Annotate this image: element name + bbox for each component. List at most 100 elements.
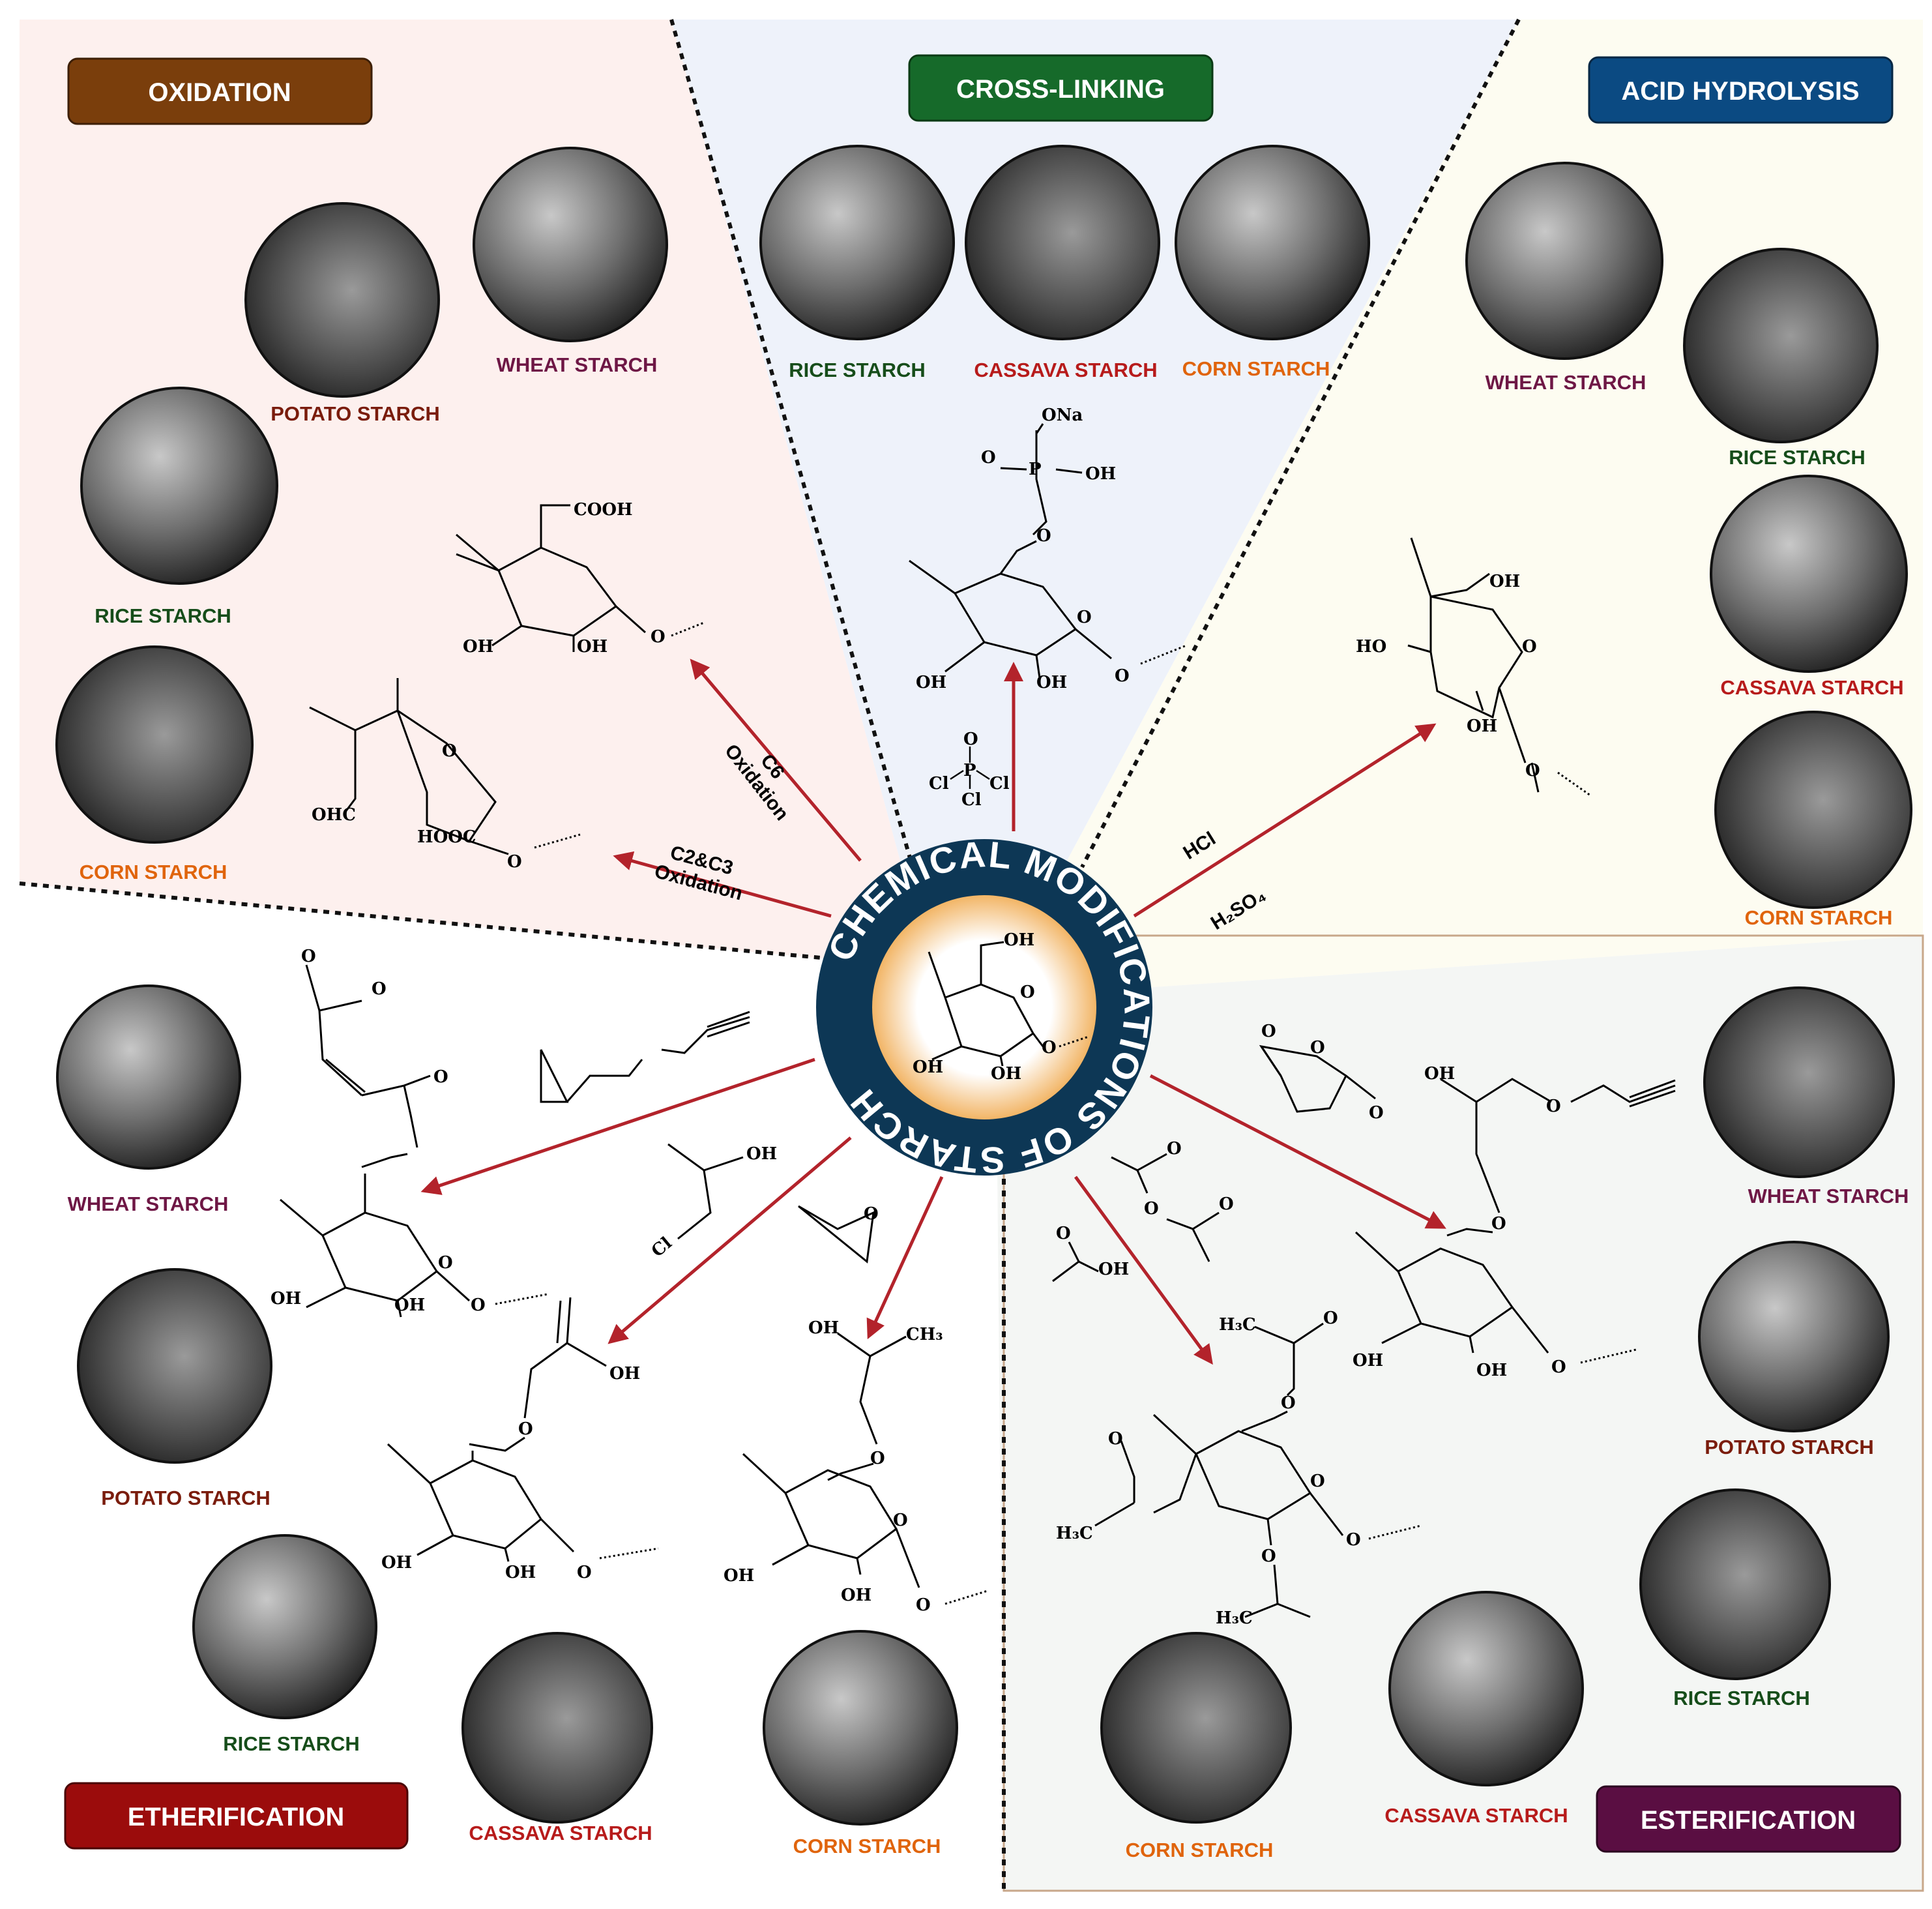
ether2-oh-a: OH	[381, 1553, 412, 1573]
ether3-oh-b: OH	[841, 1586, 871, 1605]
label-ether-wheat: WHEAT STARCH	[68, 1192, 229, 1215]
label-oxidation-potato: POTATO STARCH	[271, 402, 439, 425]
group-ohc: OHC	[312, 805, 356, 825]
label-ether-cassava: CASSAVA STARCH	[469, 1822, 652, 1844]
ester-propargyl-o-link: O	[1491, 1214, 1506, 1234]
group-oh-1: OH	[916, 673, 946, 692]
ester-acetyl-h3c-a: H₃C	[1219, 1315, 1256, 1335]
group-oh-top: OH	[1489, 572, 1520, 591]
ether3-o-glyc: O	[916, 1595, 931, 1615]
reaction-arrows	[420, 659, 1446, 1365]
sem-ether-wheat	[56, 984, 241, 1170]
pocl3-p: P	[963, 761, 976, 780]
acid-hydrolysis-sector	[1049, 20, 1923, 988]
arrow-c6-oxidation	[690, 659, 862, 862]
arrow-acid-hydrolysis	[1133, 723, 1437, 918]
ether3-oh-a: OH	[724, 1566, 754, 1586]
acetic-anh-o-bridge: O	[1144, 1199, 1159, 1219]
ether2-oh-acid: OH	[609, 1364, 640, 1384]
oxidation-title-box: OXIDATION	[67, 57, 373, 125]
arrow-ether-hydroxypropyl	[866, 1176, 944, 1340]
label-ether-corn: CORN STARCH	[793, 1835, 941, 1857]
ether3-oh-top: OH	[808, 1318, 839, 1338]
reagent-acetic-acid: O OH	[1052, 1224, 1129, 1282]
arrow-ester-propargyl	[1149, 1074, 1446, 1229]
cross-linking-title-box: CROSS-LINKING	[908, 54, 1214, 122]
sem-crosslinking-cassava	[965, 145, 1160, 340]
ester-propargyl-oh-a: OH	[1353, 1351, 1383, 1370]
pocl3-cl2: Cl	[989, 774, 1010, 793]
cross-linking-title: CROSS-LINKING	[956, 75, 1165, 104]
sem-ester-rice	[1639, 1488, 1831, 1680]
center-hub: CHEMICAL MODIFICATIONS OF STARCH OH OH O…	[816, 833, 1157, 1181]
sem-crosslinking-corn	[1175, 145, 1370, 340]
ether1-oh-b: OH	[394, 1295, 425, 1315]
label-acid-rice: RICE STARCH	[1729, 446, 1866, 469]
sem-ester-cassava	[1388, 1591, 1584, 1786]
sem-ester-potato	[1698, 1241, 1890, 1432]
ester-propargyl-o-chain: O	[1546, 1097, 1561, 1116]
ether1-o-a: O	[301, 947, 316, 966]
ether1-o-b: O	[372, 979, 387, 999]
group-oh-b: OH	[577, 637, 607, 657]
label-crosslinking-rice: RICE STARCH	[789, 359, 926, 381]
arrow-c2c3-oxidation	[613, 851, 832, 918]
acetic-anh-o-a: O	[1167, 1139, 1182, 1159]
ester-acetyl-h3c-c: H₃C	[1216, 1608, 1253, 1628]
sem-ether-potato	[77, 1268, 272, 1464]
sem-images	[55, 145, 1912, 1826]
center-o-glyc: O	[1042, 1038, 1057, 1058]
reagent-chloroacetic-acid: OH Cl	[648, 1143, 777, 1261]
ester-acetyl-o-b: O	[1108, 1429, 1123, 1449]
label-ether-potato: POTATO STARCH	[101, 1487, 270, 1509]
label-acid-wheat: WHEAT STARCH	[1486, 371, 1647, 394]
group-p: P	[1029, 460, 1042, 479]
sem-ester-corn	[1100, 1632, 1292, 1824]
pocl3-o: O	[963, 730, 978, 749]
structure-phosphate-crosslinked: ONa O P OH O O OH OH O	[909, 406, 1187, 692]
sem-oxidation-wheat	[473, 147, 668, 342]
oxidation-title: OXIDATION	[148, 78, 291, 107]
ester-acetyl-o-link-a: O	[1281, 1393, 1296, 1413]
sem-ether-rice	[192, 1534, 377, 1719]
group-oh-bottom: OH	[1467, 717, 1497, 736]
center-oh-left: OH	[913, 1058, 943, 1077]
chloroacetic-oh: OH	[746, 1144, 777, 1164]
reagent-propylene-oxide: O	[798, 1204, 879, 1264]
ester-propargyl-oh: OH	[1424, 1064, 1455, 1084]
group-ring-o: O	[1077, 608, 1092, 627]
group-o-ring2: O	[442, 741, 457, 761]
ester-acetyl-o-link-c: O	[1261, 1546, 1276, 1566]
sem-acid-corn	[1714, 711, 1912, 909]
sem-ether-corn	[763, 1630, 958, 1826]
ether3-o-link: O	[870, 1449, 885, 1468]
etherification-title: ETHERIFICATION	[128, 1803, 345, 1831]
maleic-o-ring: O	[1310, 1038, 1325, 1058]
acid-hydrolysis-title: ACID HYDROLYSIS	[1621, 77, 1859, 106]
group-ona: ONa	[1042, 406, 1083, 425]
structure-acid-hydrolyzed: OH HO O OH O	[1356, 537, 1591, 797]
center-oh-top: OH	[1004, 930, 1034, 950]
sem-oxidation-rice	[80, 387, 278, 585]
label-ester-cassava: CASSAVA STARCH	[1384, 1804, 1568, 1827]
sem-ether-cassava	[461, 1632, 653, 1824]
ester-acetyl-h3c-b: H₃C	[1056, 1524, 1093, 1543]
center-o-ring: O	[1020, 983, 1035, 1002]
label-crosslinking-cassava: CASSAVA STARCH	[974, 359, 1157, 381]
sem-crosslinking-rice	[759, 145, 955, 340]
group-link-o: O	[1036, 526, 1051, 546]
arrow-ester-acetyl	[1074, 1176, 1213, 1365]
arrow-ether-carboxymethyl	[607, 1136, 852, 1344]
group-o-ring: O	[651, 627, 666, 647]
label-acid-cassava: CASSAVA STARCH	[1720, 676, 1903, 699]
reagent-pocl3: O P Cl Cl Cl	[929, 730, 1010, 810]
maleic-o-a: O	[1261, 1022, 1276, 1041]
pocl3-cl3: Cl	[961, 790, 982, 810]
reagent-acetic-anhydride: O O O	[1111, 1139, 1234, 1262]
ester-acetyl-o-a: O	[1323, 1309, 1338, 1328]
propylene-o: O	[864, 1204, 879, 1224]
ether2-o-glyc: O	[577, 1563, 592, 1582]
esterification-title-box: ESTERIFICATION	[1596, 1785, 1901, 1853]
ester-acetyl-o-glyc: O	[1346, 1530, 1361, 1550]
